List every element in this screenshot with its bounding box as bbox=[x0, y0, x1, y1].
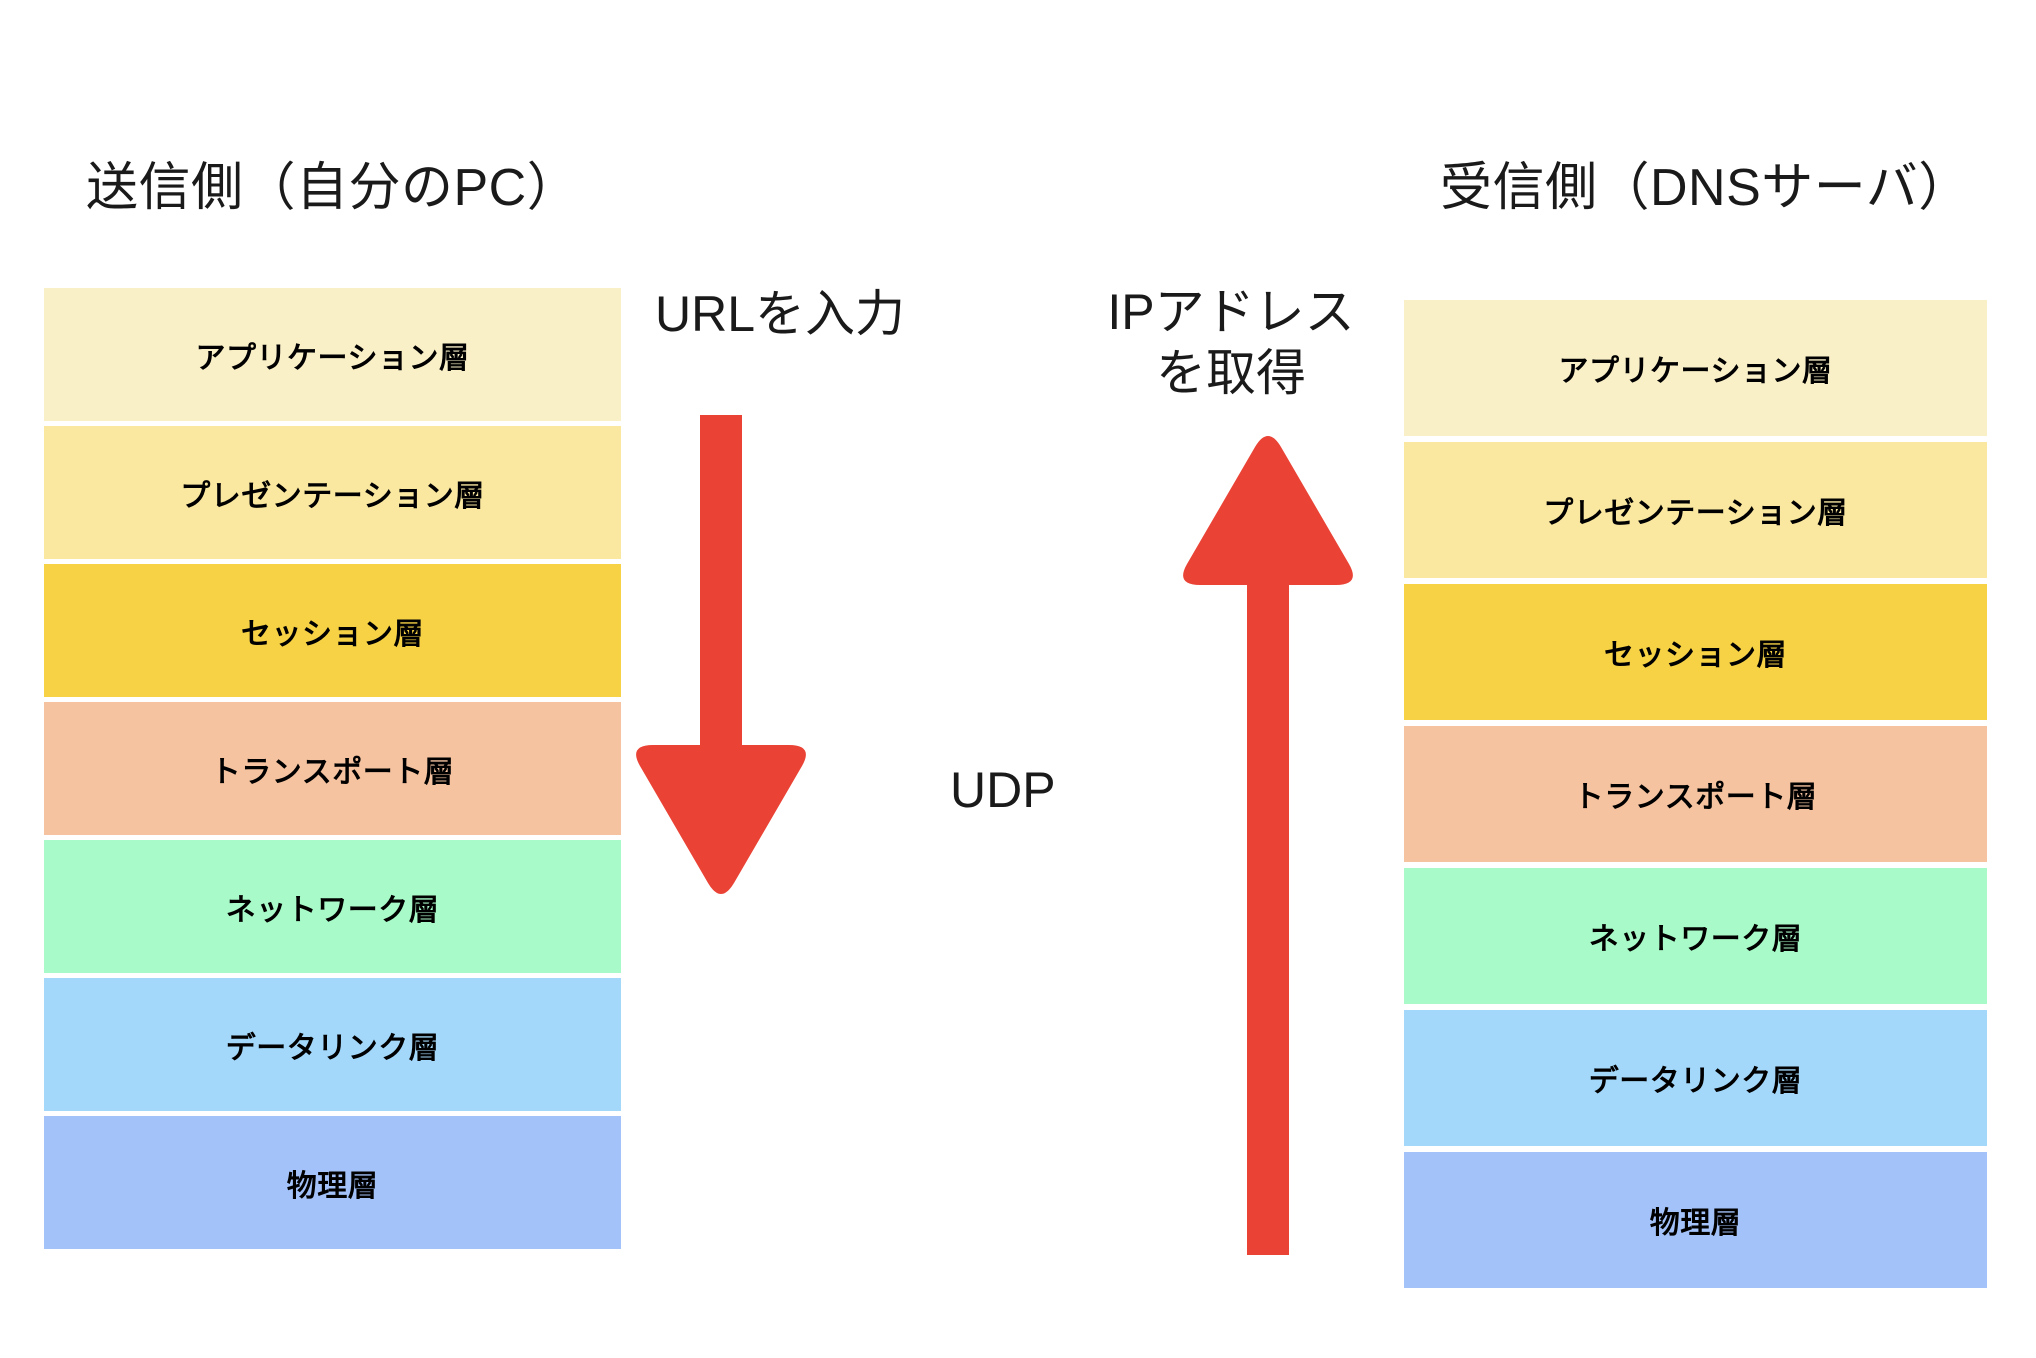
sender-osi-stack-layer-7: 物理層 bbox=[44, 1116, 621, 1249]
receiver-osi-stack-layer-4: トランスポート層 bbox=[1404, 726, 1987, 862]
receiver-osi-stack-layer-5: ネットワーク層 bbox=[1404, 868, 1987, 1004]
layer-label: セッション層 bbox=[1604, 639, 1787, 672]
receiver-osi-stack-layer-6: データリンク層 bbox=[1404, 1010, 1987, 1146]
layer-label: 物理層 bbox=[1649, 1207, 1742, 1240]
layer-label: データリンク層 bbox=[225, 1031, 440, 1065]
sender-osi-stack-layer-6: データリンク層 bbox=[44, 978, 621, 1111]
receiver-osi-stack: アプリケーション層プレゼンテーション層セッション層トランスポート層ネットワーク層… bbox=[1404, 300, 1987, 1294]
layer-label: アプリケーション層 bbox=[195, 341, 470, 375]
upward-flow-arrow bbox=[1175, 425, 1361, 1260]
down-arrow-label: URLを入力 bbox=[655, 286, 906, 342]
layer-label: 物理層 bbox=[286, 1169, 379, 1203]
layer-label: トランスポート層 bbox=[1573, 781, 1818, 814]
receiver-osi-stack-layer-1: アプリケーション層 bbox=[1404, 300, 1987, 436]
up-arrow-label: IPアドレス を取得 bbox=[1107, 284, 1355, 401]
up-arrow-shape bbox=[1183, 436, 1353, 1255]
layer-label: データリンク層 bbox=[1588, 1065, 1803, 1098]
down-arrow-shape bbox=[636, 415, 806, 894]
receiver-osi-stack-layer-7: 物理層 bbox=[1404, 1152, 1987, 1288]
downward-flow-arrow bbox=[628, 415, 814, 965]
sender-osi-stack: アプリケーション層プレゼンテーション層セッション層トランスポート層ネットワーク層… bbox=[44, 288, 621, 1249]
sender-osi-stack-layer-4: トランスポート層 bbox=[44, 702, 621, 835]
sender-osi-stack-layer-5: ネットワーク層 bbox=[44, 840, 621, 973]
layer-label: アプリケーション層 bbox=[1558, 355, 1833, 388]
layer-label: セッション層 bbox=[241, 617, 424, 651]
sender-osi-stack-layer-3: セッション層 bbox=[44, 564, 621, 697]
receiver-column-heading: 受信側（DNSサーバ） bbox=[1440, 159, 1971, 217]
receiver-osi-stack-layer-2: プレゼンテーション層 bbox=[1404, 442, 1987, 578]
layer-label: ネットワーク層 bbox=[1588, 923, 1803, 956]
receiver-osi-stack-layer-3: セッション層 bbox=[1404, 584, 1987, 720]
layer-label: トランスポート層 bbox=[210, 755, 455, 789]
sender-osi-stack-layer-2: プレゼンテーション層 bbox=[44, 426, 621, 559]
layer-label: ネットワーク層 bbox=[225, 893, 440, 927]
sender-osi-stack-layer-1: アプリケーション層 bbox=[44, 288, 621, 421]
protocol-label: UDP bbox=[950, 762, 1056, 818]
sender-column-heading: 送信側（自分のPC） bbox=[86, 159, 580, 217]
layer-label: プレゼンテーション層 bbox=[180, 479, 485, 513]
layer-label: プレゼンテーション層 bbox=[1543, 497, 1848, 530]
